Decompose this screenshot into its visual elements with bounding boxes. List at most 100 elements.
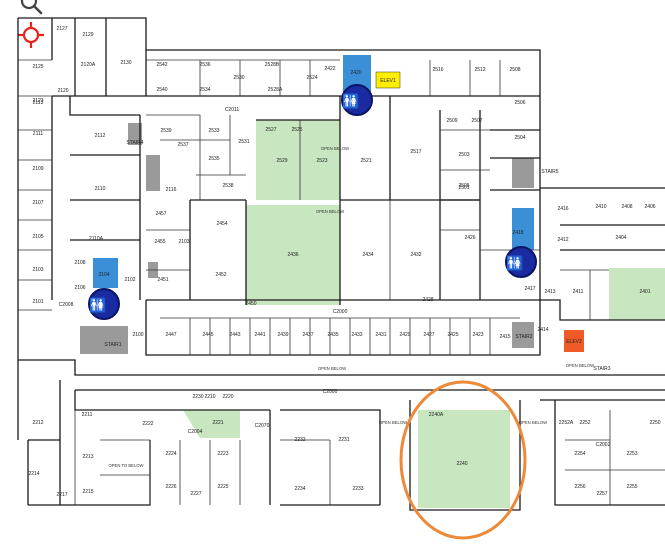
svg-text:2415: 2415 (499, 334, 510, 340)
svg-text:2516: 2516 (432, 67, 443, 73)
svg-text:🚻: 🚻 (89, 297, 106, 314)
svg-text:2103: 2103 (32, 267, 43, 273)
svg-text:OPEN BELOW: OPEN BELOW (321, 146, 349, 151)
svg-text:2106: 2106 (74, 285, 85, 291)
svg-text:2427: 2427 (423, 332, 434, 338)
elevator-label: ELEV1 (380, 78, 396, 84)
elevator-label-box-alt (564, 330, 584, 352)
svg-text:2252A: 2252A (559, 420, 574, 426)
svg-text:2222: 2222 (142, 421, 153, 427)
svg-text:2404: 2404 (615, 235, 626, 241)
svg-text:2411: 2411 (573, 289, 584, 295)
svg-text:2100: 2100 (132, 332, 143, 338)
svg-text:2130: 2130 (120, 60, 131, 66)
svg-text:2234: 2234 (294, 486, 305, 492)
search-button[interactable] (14, 0, 48, 18)
svg-text:2443: 2443 (229, 332, 240, 338)
room-labels-lower: C2000 2210 2220 2240A 2212 2211 2222 222… (28, 389, 660, 498)
elevator-shaft-east (512, 208, 534, 250)
svg-text:2535: 2535 (208, 156, 219, 162)
svg-text:2530: 2530 (233, 75, 244, 81)
svg-text:2256: 2256 (574, 484, 585, 490)
svg-text:2413: 2413 (544, 289, 555, 295)
svg-text:2435: 2435 (327, 332, 338, 338)
svg-text:2528A: 2528A (268, 87, 283, 93)
svg-text:2107: 2107 (32, 200, 43, 206)
svg-text:2422: 2422 (324, 66, 335, 72)
svg-text:2524: 2524 (306, 75, 317, 81)
svg-text:2127: 2127 (56, 26, 67, 32)
elevator-label-alt: ELEV2 (566, 339, 582, 345)
svg-text:2432: 2432 (410, 252, 421, 258)
svg-text:STAIR2: STAIR2 (515, 334, 532, 340)
svg-text:STAIR3: STAIR3 (593, 366, 610, 372)
building-walls (17, 17, 665, 511)
svg-text:2437: 2437 (302, 332, 313, 338)
svg-text:2110A: 2110A (89, 236, 104, 242)
svg-text:2512: 2512 (474, 67, 485, 73)
svg-text:2104: 2104 (98, 272, 109, 278)
svg-text:2539: 2539 (160, 128, 171, 134)
svg-text:C2000: C2000 (323, 389, 338, 395)
svg-text:2103: 2103 (178, 239, 189, 245)
accessible-marker[interactable]: 🚻 (341, 84, 373, 116)
svg-text:2533: 2533 (208, 128, 219, 134)
room-partitions (18, 59, 665, 505)
svg-text:OPEN TO BELOW: OPEN TO BELOW (109, 463, 144, 468)
svg-text:2528B: 2528B (265, 62, 280, 68)
svg-text:2457: 2457 (155, 211, 166, 217)
accessible-marker[interactable]: 🚻 (88, 288, 120, 320)
svg-text:C2070: C2070 (255, 423, 270, 429)
svg-text:2521: 2521 (360, 158, 371, 164)
svg-text:2412: 2412 (557, 237, 568, 243)
svg-text:2112: 2112 (95, 133, 106, 139)
svg-text:2220: 2220 (222, 394, 233, 400)
svg-text:2214: 2214 (28, 471, 39, 477)
svg-text:2429: 2429 (399, 332, 410, 338)
svg-text:2508: 2508 (509, 67, 520, 73)
svg-text:STAIR1: STAIR1 (104, 342, 121, 348)
svg-text:2240A: 2240A (429, 412, 444, 418)
svg-text:2537: 2537 (177, 142, 188, 148)
svg-text:2125: 2125 (32, 64, 43, 70)
svg-text:2527: 2527 (265, 127, 276, 133)
svg-text:2255: 2255 (626, 484, 637, 490)
svg-text:OPEN BELOW: OPEN BELOW (316, 209, 344, 214)
svg-text:C2004: C2004 (188, 429, 203, 435)
svg-text:2111: 2111 (33, 131, 44, 137)
svg-text:OPEN BELOW: OPEN BELOW (519, 420, 547, 425)
svg-text:2455: 2455 (154, 239, 165, 245)
svg-text:2120A: 2120A (81, 62, 96, 68)
svg-text:OPEN BELOW: OPEN BELOW (318, 366, 346, 371)
svg-text:2445: 2445 (202, 332, 213, 338)
svg-text:2109: 2109 (32, 166, 43, 172)
svg-text:OPEN BELOW: OPEN BELOW (566, 363, 594, 368)
svg-text:2254: 2254 (574, 451, 585, 457)
svg-text:2523: 2523 (316, 158, 327, 164)
svg-text:2439: 2439 (277, 332, 288, 338)
svg-text:2451: 2451 (157, 277, 168, 283)
accessible-marker[interactable]: 🚻 (505, 246, 537, 278)
svg-text:2417: 2417 (524, 286, 535, 292)
svg-text:2538: 2538 (222, 183, 233, 189)
svg-text:2223: 2223 (217, 451, 228, 457)
svg-text:2431: 2431 (375, 332, 386, 338)
svg-text:2211: 2211 (82, 412, 93, 418)
svg-text:2425: 2425 (447, 332, 458, 338)
room-labels-upper: 2127 2129 2125 2120A 2130 2542 2536 2528… (32, 26, 655, 372)
svg-text:2501: 2501 (458, 185, 469, 191)
highlighted-rooms (183, 120, 665, 508)
svg-text:2102: 2102 (124, 277, 135, 283)
locate-button[interactable] (14, 20, 48, 50)
svg-text:🚻: 🚻 (506, 255, 523, 272)
search-icon (20, 0, 43, 15)
svg-text:2116: 2116 (166, 187, 177, 193)
svg-text:2517: 2517 (410, 149, 421, 155)
svg-text:2504: 2504 (514, 135, 525, 141)
svg-text:2408: 2408 (621, 204, 632, 210)
svg-text:2105: 2105 (32, 234, 43, 240)
svg-text:2506: 2506 (514, 100, 525, 106)
svg-text:2428: 2428 (422, 297, 433, 303)
svg-text:2231: 2231 (338, 437, 349, 443)
